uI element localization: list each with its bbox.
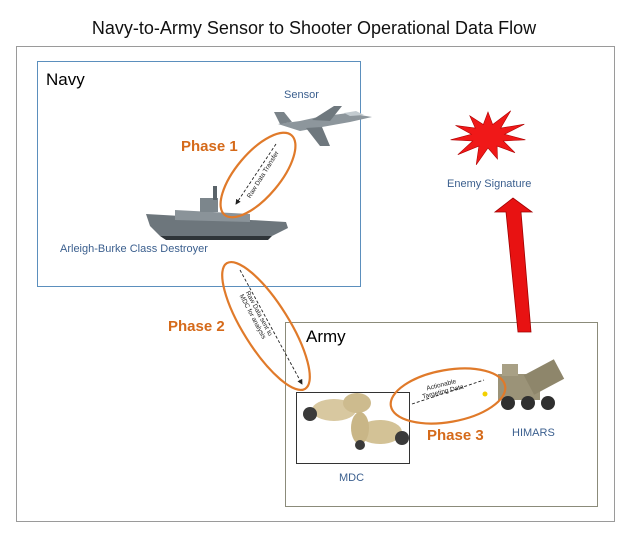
destroyer-label: Arleigh-Burke Class Destroyer [60,243,208,255]
phase1-label: Phase 1 [181,138,238,155]
navy-region [37,61,361,287]
mdc-box [296,392,410,464]
mdc-label: MDC [339,472,365,484]
army-label: Army [306,327,346,346]
burst-icon [450,110,526,165]
sensor-label: Sensor [284,89,319,101]
robot-icon [303,393,409,450]
red-arrow [493,197,534,333]
himars-icon [498,359,565,410]
himars-label: HIMARS [512,427,555,439]
phase1-flow-arrow [235,143,277,205]
phase1-ellipse [219,131,297,219]
diagram-frame [16,46,615,522]
navy-label: Navy [46,70,85,89]
enemy-label: Enemy Signature [447,178,532,190]
phase2-flow-arrow [239,269,303,385]
phase2-ellipse [221,260,311,392]
destroyer-icon [146,186,288,240]
phase3-ellipse [389,367,507,425]
phase3-flow-arrow [411,379,485,405]
diagram-title: Navy-to-Army Sensor to Shooter Operation… [91,18,537,38]
jet-icon [274,106,372,146]
army-region [285,322,598,507]
phase3-label: Phase 3 [427,427,484,444]
phase2-label: Phase 2 [168,318,225,335]
